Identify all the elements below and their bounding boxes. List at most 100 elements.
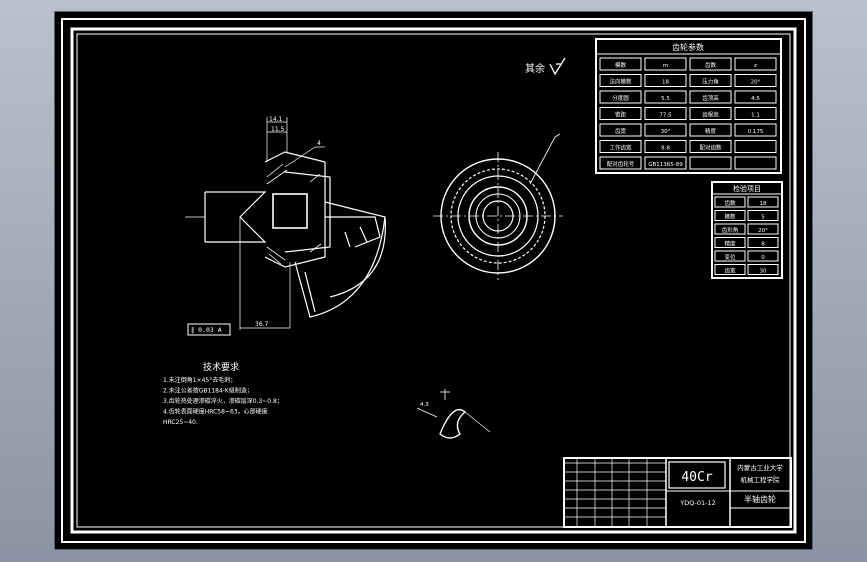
param-cell bbox=[599, 90, 642, 104]
param-cell-text: 4.5 bbox=[751, 96, 760, 102]
param-cell bbox=[689, 140, 732, 153]
param-cell bbox=[689, 123, 732, 137]
param-cell bbox=[599, 156, 642, 170]
param-cell bbox=[734, 123, 777, 137]
inspection-cell-text: 5 bbox=[761, 215, 765, 221]
keyway-dim-label: 4.3 bbox=[420, 402, 429, 408]
gear-front-view bbox=[433, 133, 563, 280]
param-cell bbox=[644, 90, 687, 104]
inspection-cell bbox=[714, 250, 746, 262]
inspection-cell bbox=[747, 250, 779, 262]
dim-label-2: 11.5 bbox=[271, 126, 285, 133]
param-cell bbox=[734, 90, 777, 104]
inspection-cell bbox=[747, 196, 779, 208]
inspection-cell bbox=[714, 210, 746, 221]
title-block bbox=[563, 457, 792, 528]
param-cell-text: 1.1 bbox=[751, 113, 760, 119]
dim-label-1: 14.1 bbox=[269, 116, 283, 123]
drawing-frame bbox=[76, 33, 791, 528]
param-cell bbox=[689, 156, 732, 170]
param-cell bbox=[689, 57, 732, 71]
inner-border bbox=[70, 27, 797, 534]
param-cell bbox=[734, 140, 777, 153]
inspection-cell-text: 齿数 bbox=[724, 199, 736, 207]
inspection-cell-text: 精度 bbox=[724, 240, 736, 248]
param-cell-text: 配对齿轮号 bbox=[607, 160, 635, 168]
dim-label-4: 4 bbox=[317, 140, 321, 147]
param-cell bbox=[734, 107, 777, 120]
param-cell-text: 模数 bbox=[615, 61, 627, 69]
param-cell bbox=[599, 140, 642, 153]
param-cell-text: 齿宽 bbox=[615, 127, 627, 135]
tech-note-line: HRC25~40. bbox=[163, 419, 198, 426]
param-cell bbox=[644, 107, 687, 120]
inspection-cell bbox=[714, 196, 746, 208]
inspection-cell bbox=[747, 237, 779, 248]
tech-note-line: 4.齿轮表面硬度HRC58~63，心部硬度 bbox=[163, 408, 268, 416]
inspection-cell-text: 30 bbox=[760, 269, 767, 275]
param-cell bbox=[689, 74, 732, 87]
material-label: 40Cr bbox=[681, 470, 712, 485]
param-cell bbox=[644, 57, 687, 71]
inspection-cell bbox=[714, 264, 746, 275]
outer-border bbox=[61, 18, 806, 543]
surface-finish-icon bbox=[549, 57, 566, 76]
param-cell bbox=[734, 57, 777, 71]
inspection-cell-text: 模数 bbox=[724, 213, 736, 221]
gear-section-view bbox=[204, 117, 386, 330]
param-cell-text: 0.175 bbox=[748, 129, 764, 135]
inspection-cell bbox=[747, 223, 779, 235]
param-cell-text: 工作齿宽 bbox=[609, 144, 632, 152]
inspection-cell bbox=[747, 210, 779, 221]
param-cell bbox=[734, 156, 777, 170]
param-cell-text: 法向模数 bbox=[609, 78, 632, 86]
param-cell bbox=[689, 107, 732, 120]
inspection-cell-text: 齿宽 bbox=[724, 267, 736, 275]
technical-notes: 技术要求 1.未注倒角1×45°去毛刺；2.未注公差按GB1184-K级制造；3… bbox=[163, 361, 283, 426]
inspection-table-title: 检验项目 bbox=[733, 184, 761, 193]
param-cell-text: 齿顶高 bbox=[702, 94, 719, 102]
param-cell bbox=[644, 74, 687, 87]
inspection-cell bbox=[714, 223, 746, 235]
param-table-title: 齿轮参数 bbox=[672, 42, 704, 52]
param-cell-text: GB11365-89 bbox=[648, 162, 683, 168]
param-cell-text: m bbox=[663, 63, 668, 69]
param-cell-text: 齿根高 bbox=[702, 111, 719, 119]
inspection-cell-text: 变位 bbox=[724, 253, 736, 261]
param-cell bbox=[599, 74, 642, 87]
param-cell-text: 5.5 bbox=[661, 96, 670, 102]
surface-finish-label: 其余 bbox=[525, 62, 545, 75]
param-cell bbox=[599, 57, 642, 71]
param-cell bbox=[734, 74, 777, 87]
tech-note-line: 1.未注倒角1×45°去毛刺； bbox=[163, 376, 236, 384]
param-cell-text: 77.5 bbox=[659, 113, 672, 119]
dept-label: 机械工程学院 bbox=[741, 475, 781, 484]
param-cell bbox=[599, 123, 642, 137]
param-cell bbox=[644, 140, 687, 153]
param-cell-text: 精度 bbox=[705, 127, 717, 135]
part-name-label: 半轴齿轮 bbox=[744, 494, 776, 504]
param-cell-text: 齿数 bbox=[705, 61, 717, 69]
param-cell-text: 20° bbox=[751, 80, 761, 86]
tolerance-frame-text: ∥ 0.03 A bbox=[191, 326, 222, 334]
inspection-cell bbox=[714, 237, 746, 248]
param-cell-text: 分度圆 bbox=[612, 94, 629, 102]
param-cell bbox=[644, 123, 687, 137]
tech-notes-title: 技术要求 bbox=[203, 361, 239, 373]
param-cell-text: 锥距 bbox=[615, 111, 627, 119]
tech-note-line: 2.未注公差按GB1184-K级制造； bbox=[163, 387, 253, 395]
param-cell bbox=[644, 156, 687, 170]
param-cell-text: 18 bbox=[662, 80, 669, 86]
param-cell-text: 8.8 bbox=[661, 146, 670, 152]
param-cell-text: 30° bbox=[661, 129, 671, 135]
inspection-cell-text: 8 bbox=[761, 242, 765, 248]
param-cell bbox=[689, 90, 732, 104]
inspection-cell-text: 18 bbox=[760, 201, 767, 207]
drawing-no-label: YDQ-01-12 bbox=[679, 499, 716, 507]
school-label: 内蒙古工业大学 bbox=[737, 463, 783, 472]
inspection-cell-text: 齿形角 bbox=[722, 226, 739, 234]
